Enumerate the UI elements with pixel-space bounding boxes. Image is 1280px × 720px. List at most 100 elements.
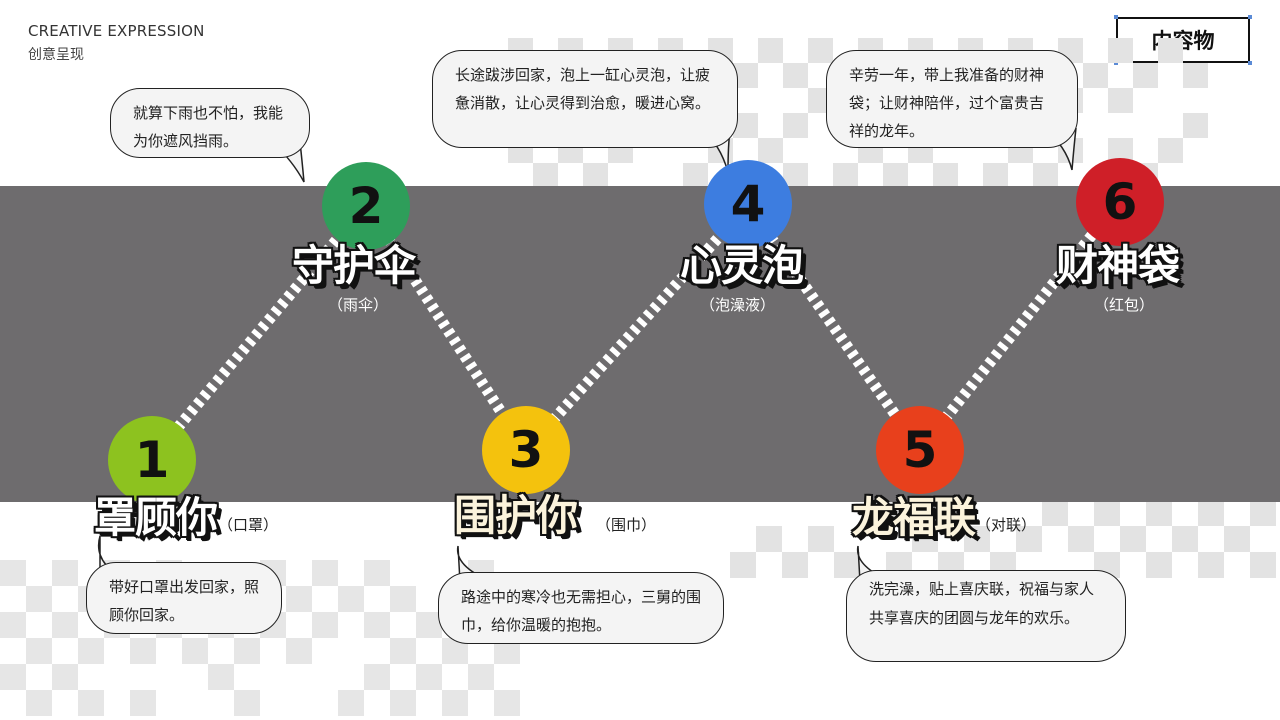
checker-square <box>886 500 912 526</box>
step-4-subtitle: （泡澡液） <box>700 296 776 314</box>
checker-square <box>808 38 833 63</box>
checker-square <box>0 560 26 586</box>
step-5-subtitle: （对联） <box>976 516 1037 534</box>
badge-corner-handle <box>1248 61 1252 65</box>
checker-square <box>234 638 260 664</box>
checker-square <box>1250 500 1276 526</box>
checker-square <box>1108 38 1133 63</box>
content-badge: 内容物 <box>1116 17 1250 63</box>
checker-square <box>1094 500 1120 526</box>
checker-square <box>286 638 312 664</box>
checker-square <box>390 690 416 716</box>
checker-square <box>1224 526 1250 552</box>
step-5-circle: 5 <box>876 406 964 494</box>
checker-square <box>833 163 858 188</box>
checker-square <box>182 638 208 664</box>
checker-square <box>1183 63 1208 88</box>
checker-square <box>52 664 78 690</box>
checker-square <box>783 63 808 88</box>
step-1-subtitle: （口罩） <box>218 516 279 534</box>
checker-square <box>964 526 990 552</box>
step-2-subtitle: （雨伞） <box>328 296 389 314</box>
checker-square <box>364 560 390 586</box>
checker-square <box>933 163 958 188</box>
checker-square <box>52 560 78 586</box>
checker-square <box>52 612 78 638</box>
checker-square <box>390 586 416 612</box>
checker-square <box>756 526 782 552</box>
step-2-title: 守护伞 <box>292 241 416 290</box>
checker-square <box>983 163 1008 188</box>
checker-square <box>758 138 783 163</box>
bubble-step-2: 就算下雨也不怕，我能为你遮风挡雨。 <box>110 88 310 158</box>
step-6-subtitle: （红包） <box>1094 296 1155 314</box>
bubble-step-5: 洗完澡，贴上喜庆联，祝福与家人共享喜庆的团圆与龙年的欢乐。 <box>846 570 1126 662</box>
step-2-circle: 2 <box>322 162 410 250</box>
checker-square <box>26 638 52 664</box>
checker-square <box>494 690 520 716</box>
checker-square <box>1158 138 1183 163</box>
bubble-step-3: 路途中的寒冷也无需担心，三舅的围巾，给你温暖的抱抱。 <box>438 572 724 644</box>
brand-english: CREATIVE EXPRESSION <box>28 22 205 40</box>
checker-square <box>130 690 156 716</box>
checker-square <box>1146 552 1172 578</box>
checker-square <box>416 664 442 690</box>
checker-square <box>1198 552 1224 578</box>
bubble-step-4: 长途跋涉回家，泡上一缸心灵泡，让疲惫消散，让心灵得到治愈，暖进心窝。 <box>432 50 738 148</box>
checker-square <box>782 552 808 578</box>
checker-square <box>533 163 558 188</box>
checker-square <box>338 690 364 716</box>
checker-square <box>26 690 52 716</box>
brand-chinese: 创意呈现 <box>28 47 84 63</box>
checker-square <box>1133 63 1158 88</box>
checker-square <box>1016 526 1042 552</box>
checker-square <box>912 526 938 552</box>
checker-square <box>1198 500 1224 526</box>
checker-square <box>1108 88 1133 113</box>
badge-corner-handle <box>1248 15 1252 19</box>
checker-square <box>286 586 312 612</box>
step-3-circle: 3 <box>482 406 570 494</box>
checker-square <box>808 526 834 552</box>
checker-square <box>0 612 26 638</box>
bubble-step-1: 带好口罩出发回家，照顾你回家。 <box>86 562 282 634</box>
step-1-circle: 1 <box>108 416 196 504</box>
checker-square <box>730 552 756 578</box>
checker-square <box>1083 63 1108 88</box>
checker-square <box>1183 113 1208 138</box>
step-3-subtitle: （围巾） <box>596 516 657 534</box>
checker-square <box>130 638 156 664</box>
checker-square <box>938 500 964 526</box>
checker-square <box>0 664 26 690</box>
checker-square <box>78 638 104 664</box>
checker-square <box>1172 526 1198 552</box>
checker-square <box>783 113 808 138</box>
checker-square <box>1146 500 1172 526</box>
step-3-title: 围护你 <box>454 491 578 540</box>
checker-square <box>883 163 908 188</box>
badge-corner-handle <box>1114 61 1118 65</box>
checker-square <box>1033 163 1058 188</box>
checker-square <box>26 586 52 612</box>
checker-square <box>208 664 234 690</box>
step-5-title: 龙福联 <box>852 493 976 542</box>
checker-square <box>312 560 338 586</box>
checker-square <box>1120 526 1146 552</box>
path-segment-2-3 <box>361 201 531 454</box>
checker-square <box>442 690 468 716</box>
path-segment-5-6 <box>915 196 1125 454</box>
checker-square <box>78 690 104 716</box>
checker-square <box>1250 552 1276 578</box>
step-6-title: 财神袋 <box>1056 241 1180 290</box>
road-band <box>0 186 1280 502</box>
checker-square <box>312 612 338 638</box>
step-1-title: 罩顾你 <box>94 493 218 542</box>
badge-corner-handle <box>1114 15 1118 19</box>
checker-square <box>758 38 783 63</box>
checker-square <box>683 163 708 188</box>
checker-square <box>364 664 390 690</box>
checker-square <box>1042 500 1068 526</box>
step-4-title: 心灵泡 <box>680 241 804 290</box>
checker-square <box>1158 38 1183 63</box>
checker-square <box>583 163 608 188</box>
